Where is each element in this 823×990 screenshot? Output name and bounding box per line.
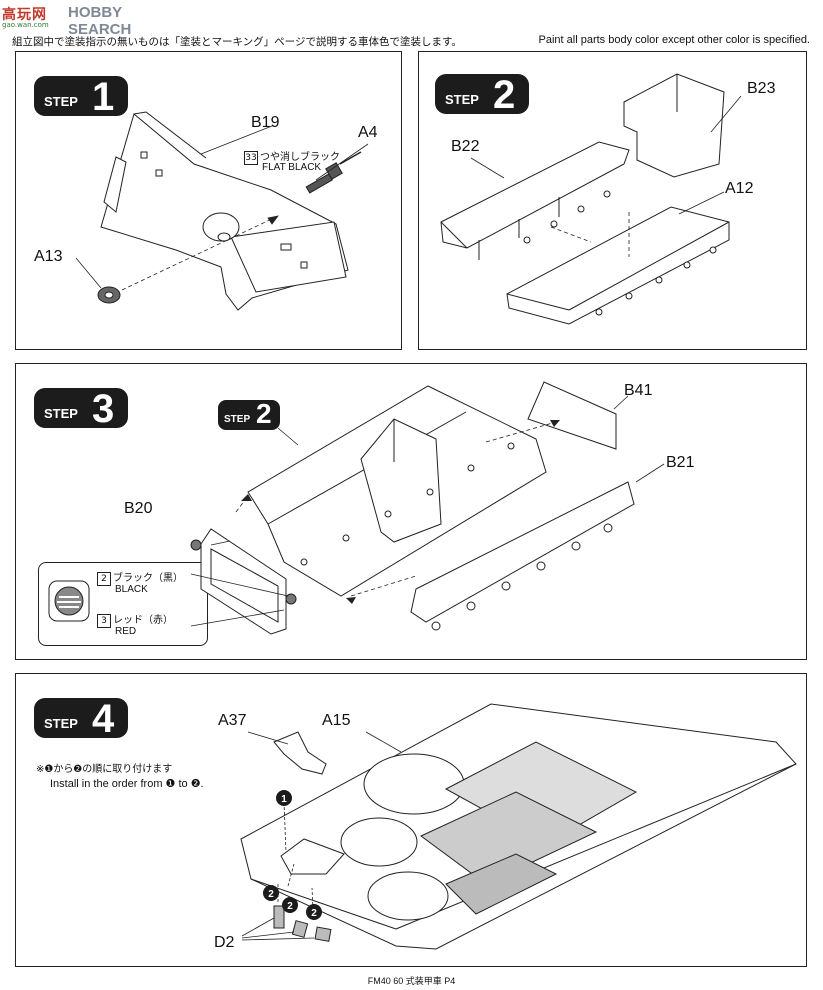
watermark-url: gao.wan.com	[2, 21, 49, 29]
part-b22-drawing	[440, 141, 630, 249]
order-marker-label: 2	[287, 901, 293, 912]
page-footer: FM40 60 式装甲車 P4	[0, 974, 823, 987]
step-3-badge: STEP 3	[34, 387, 128, 431]
part-d2-drawing	[273, 905, 285, 929]
step-2-panel: STEP 2 B22 B23 A12	[418, 51, 807, 350]
part-label-b19: B19	[251, 114, 280, 131]
step-2-badge: STEP 2	[435, 73, 529, 117]
watermark: 高玩网 HOBBY SEARCH gao.wan.com	[0, 0, 170, 38]
step-2-drawing	[440, 73, 742, 325]
order-markers	[263, 790, 322, 920]
step-3-drawing	[190, 381, 665, 635]
part-label-a4: A4	[358, 124, 378, 141]
sub-step-word: STEP	[224, 414, 251, 425]
step-4-badge: STEP 4	[34, 697, 128, 741]
part-b41-drawing	[527, 381, 617, 450]
part-label-b41: B41	[624, 382, 653, 399]
legend-en: RED	[115, 626, 137, 637]
paint-code: 33	[244, 151, 258, 165]
step-word: STEP	[445, 92, 479, 107]
part-label-a37: A37	[218, 712, 247, 729]
part-label-a13: A13	[34, 248, 63, 265]
paint-instruction-en: Paint all parts body color except other …	[538, 34, 810, 46]
legend-code: 2	[97, 572, 111, 586]
rear-grille	[420, 791, 598, 885]
part-label-b20: B20	[124, 500, 153, 517]
order-marker-label: 2	[311, 908, 317, 919]
sub-step-badge: STEP 2	[218, 398, 280, 430]
step-word: STEP	[44, 94, 78, 109]
legend-en: BLACK	[115, 584, 148, 595]
part-a4-drawing	[305, 151, 362, 194]
plate-rear	[230, 221, 347, 293]
part-label-a12: A12	[725, 180, 754, 197]
order-marker-label: 1	[281, 794, 287, 805]
paint-name-en: FLAT BLACK	[262, 162, 322, 173]
watermark-text: HOBBY SEARCH	[68, 4, 132, 38]
step-4-panel: STEP 4 ※❶から❷の順に取り付けます Install in the ord…	[15, 673, 807, 967]
install-order-note-en: Install in the order from ❶ to ❷.	[50, 778, 204, 790]
install-order-note-jp: ※❶から❷の順に取り付けます	[36, 764, 173, 775]
hatch-ring	[280, 838, 345, 875]
legend-code: 3	[97, 614, 111, 628]
part-label-b22: B22	[451, 138, 480, 155]
step-word: STEP	[44, 406, 78, 421]
order-marker-2a	[263, 885, 279, 901]
step-number: 4	[92, 697, 115, 741]
step-1-badge: STEP 1	[34, 75, 128, 119]
part-b23-drawing	[623, 73, 725, 178]
paint-name-jp: つや消しブラック	[260, 152, 340, 163]
paint-instruction: 組立図中で塗装指示の無いものは「塗装とマーキング」ページで説明する車体色で塗装し…	[12, 34, 812, 49]
legend-jp: レッド（赤）	[113, 615, 173, 626]
watermark-logo: 高玩网	[2, 7, 47, 23]
paint-instruction-jp: 組立図中で塗装指示の無いものは「塗装とマーキング」ページで説明する車体色で塗装し…	[12, 36, 462, 48]
part-label-b21: B21	[666, 454, 695, 471]
part-a13-drawing	[97, 286, 121, 304]
step-4-drawing: 1 2 2 2	[240, 703, 797, 950]
order-marker-2c	[306, 904, 322, 920]
legend-jp: ブラック（黒）	[113, 573, 183, 584]
step-number: 1	[92, 75, 115, 119]
part-a12-drawing	[506, 206, 730, 325]
part-a37-drawing	[273, 731, 327, 775]
step-word: STEP	[44, 716, 78, 731]
part-label-b23: B23	[747, 80, 776, 97]
step-number: 2	[493, 73, 516, 117]
part-label-a15: A15	[322, 712, 351, 729]
side-grille	[445, 853, 558, 915]
order-marker-label: 2	[268, 889, 274, 900]
part-label-d2: D2	[214, 934, 235, 951]
part-b21-drawing	[410, 481, 635, 623]
step-number: 3	[92, 387, 115, 431]
step-1-drawing	[75, 111, 369, 311]
sub-step-number: 2	[256, 398, 272, 429]
order-marker-1	[276, 790, 292, 806]
order-marker-2b	[282, 897, 298, 913]
light-icon	[48, 580, 90, 622]
footer-text: FM40 60 式装甲車 P4	[367, 976, 456, 986]
